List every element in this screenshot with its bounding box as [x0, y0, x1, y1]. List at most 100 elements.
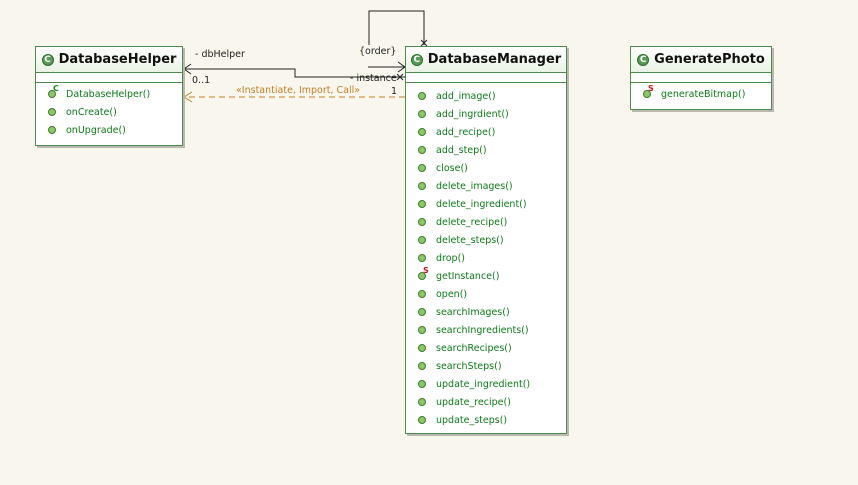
operation-label: delete_recipe()	[436, 216, 508, 228]
operation-label: onUpgrade()	[66, 124, 126, 136]
operation-label: drop()	[436, 252, 465, 264]
static-modifier-icon: S	[648, 84, 654, 93]
public-method-icon	[418, 92, 426, 100]
dependency-multiplicity-label: 1	[391, 86, 398, 97]
db-helper-arrowhead	[183, 63, 192, 75]
operation-label: update_recipe()	[436, 396, 511, 408]
static-method-icon: S	[418, 267, 429, 280]
public-method-icon	[418, 182, 426, 190]
class-name: DatabaseManager	[427, 52, 562, 67]
public-method-icon	[418, 200, 426, 208]
dependency-arrowhead	[183, 91, 193, 103]
class-icon: C	[637, 53, 650, 66]
operations-compartment: S generateBitmap()	[631, 83, 771, 103]
operation-item[interactable]: drop()	[406, 249, 566, 267]
operation-label: delete_ingredient()	[436, 198, 527, 210]
class-generate-photo[interactable]: C GeneratePhoto S generateBitmap()	[630, 46, 772, 110]
operation-label: searchImages()	[436, 306, 510, 318]
operation-item[interactable]: update_recipe()	[406, 393, 566, 411]
operation-item[interactable]: add_image()	[406, 87, 566, 105]
instance-constraint-label: {order}	[359, 46, 397, 57]
instance-self-loop-line[interactable]	[368, 10, 425, 45]
class-icon: C	[41, 53, 54, 66]
operation-label: add_image()	[436, 90, 496, 102]
operation-item[interactable]: onCreate()	[36, 103, 182, 121]
constructor-modifier-icon: C	[53, 84, 59, 93]
operation-label: delete_images()	[436, 180, 513, 192]
dependency-stereotype-label: «Instantiate, Import, Call»	[236, 85, 361, 96]
operation-item[interactable]: close()	[406, 159, 566, 177]
operation-label: DatabaseHelper()	[66, 88, 151, 100]
public-method-icon: C	[48, 85, 59, 98]
static-method-icon: S	[643, 85, 654, 98]
class-header: C DatabaseHelper	[36, 47, 182, 73]
operation-label: generateBitmap()	[661, 88, 746, 100]
instance-role-label: - instance	[350, 73, 397, 84]
operation-item[interactable]: delete_ingredient()	[406, 195, 566, 213]
class-name: DatabaseHelper	[58, 52, 177, 67]
public-method-icon	[418, 362, 426, 370]
attributes-compartment	[406, 73, 566, 83]
operations-compartment: add_image() add_ingrdient() add_recipe()…	[406, 83, 566, 429]
public-method-icon	[418, 218, 426, 226]
operation-item[interactable]: update_steps()	[406, 411, 566, 429]
operation-label: searchSteps()	[436, 360, 502, 372]
public-method-icon	[418, 344, 426, 352]
public-method-icon	[418, 236, 426, 244]
operations-compartment: C DatabaseHelper() onCreate() onUpgrade(…	[36, 83, 182, 139]
public-method-icon	[418, 128, 426, 136]
operation-label: delete_steps()	[436, 234, 504, 246]
operation-item[interactable]: open()	[406, 285, 566, 303]
operation-item[interactable]: add_step()	[406, 141, 566, 159]
operation-item[interactable]: add_ingrdient()	[406, 105, 566, 123]
class-database-manager[interactable]: C DatabaseManager add_image() add_ingrdi…	[405, 46, 567, 434]
operation-label: add_recipe()	[436, 126, 496, 138]
attributes-compartment	[36, 73, 182, 83]
public-method-icon	[418, 416, 426, 424]
public-method-icon	[418, 164, 426, 172]
public-method-icon	[418, 326, 426, 334]
operation-item[interactable]: add_recipe()	[406, 123, 566, 141]
db-helper-association-line[interactable]	[184, 68, 405, 78]
operation-item[interactable]: delete_recipe()	[406, 213, 566, 231]
public-method-icon	[418, 146, 426, 154]
operation-item[interactable]: onUpgrade()	[36, 121, 182, 139]
operation-item[interactable]: searchImages()	[406, 303, 566, 321]
operation-label: searchIngredients()	[436, 324, 529, 336]
operation-item[interactable]: searchSteps()	[406, 357, 566, 375]
class-icon: C	[410, 53, 423, 66]
operation-label: add_step()	[436, 144, 487, 156]
operation-item[interactable]: searchIngredients()	[406, 321, 566, 339]
public-method-icon	[418, 110, 426, 118]
public-method-icon	[418, 308, 426, 316]
class-header: C GeneratePhoto	[631, 47, 771, 73]
class-name: GeneratePhoto	[654, 52, 765, 67]
operation-label: open()	[436, 288, 468, 300]
operation-item[interactable]: update_ingredient()	[406, 375, 566, 393]
operation-label: onCreate()	[66, 106, 117, 118]
public-method-icon	[418, 380, 426, 388]
operation-label: add_ingrdient()	[436, 108, 509, 120]
operation-label: update_steps()	[436, 414, 508, 426]
operation-item[interactable]: S generateBitmap()	[631, 85, 771, 103]
operation-item[interactable]: delete_images()	[406, 177, 566, 195]
operation-item[interactable]: C DatabaseHelper()	[36, 85, 182, 103]
operation-item[interactable]: searchRecipes()	[406, 339, 566, 357]
operation-item[interactable]: delete_steps()	[406, 231, 566, 249]
public-method-icon	[48, 108, 56, 116]
operation-label: getInstance()	[436, 270, 500, 282]
operation-label: update_ingredient()	[436, 378, 531, 390]
public-method-icon	[418, 254, 426, 262]
operation-label: searchRecipes()	[436, 342, 512, 354]
operation-label: close()	[436, 162, 468, 174]
public-method-icon	[418, 290, 426, 298]
instance-end-mark-b	[396, 73, 404, 81]
public-method-icon	[48, 126, 56, 134]
class-header: C DatabaseManager	[406, 47, 566, 73]
class-database-helper[interactable]: C DatabaseHelper C DatabaseHelper() onCr…	[35, 46, 183, 146]
public-method-icon	[418, 398, 426, 406]
instance-loop-end-mark-b	[420, 39, 428, 47]
static-modifier-icon: S	[423, 266, 429, 275]
